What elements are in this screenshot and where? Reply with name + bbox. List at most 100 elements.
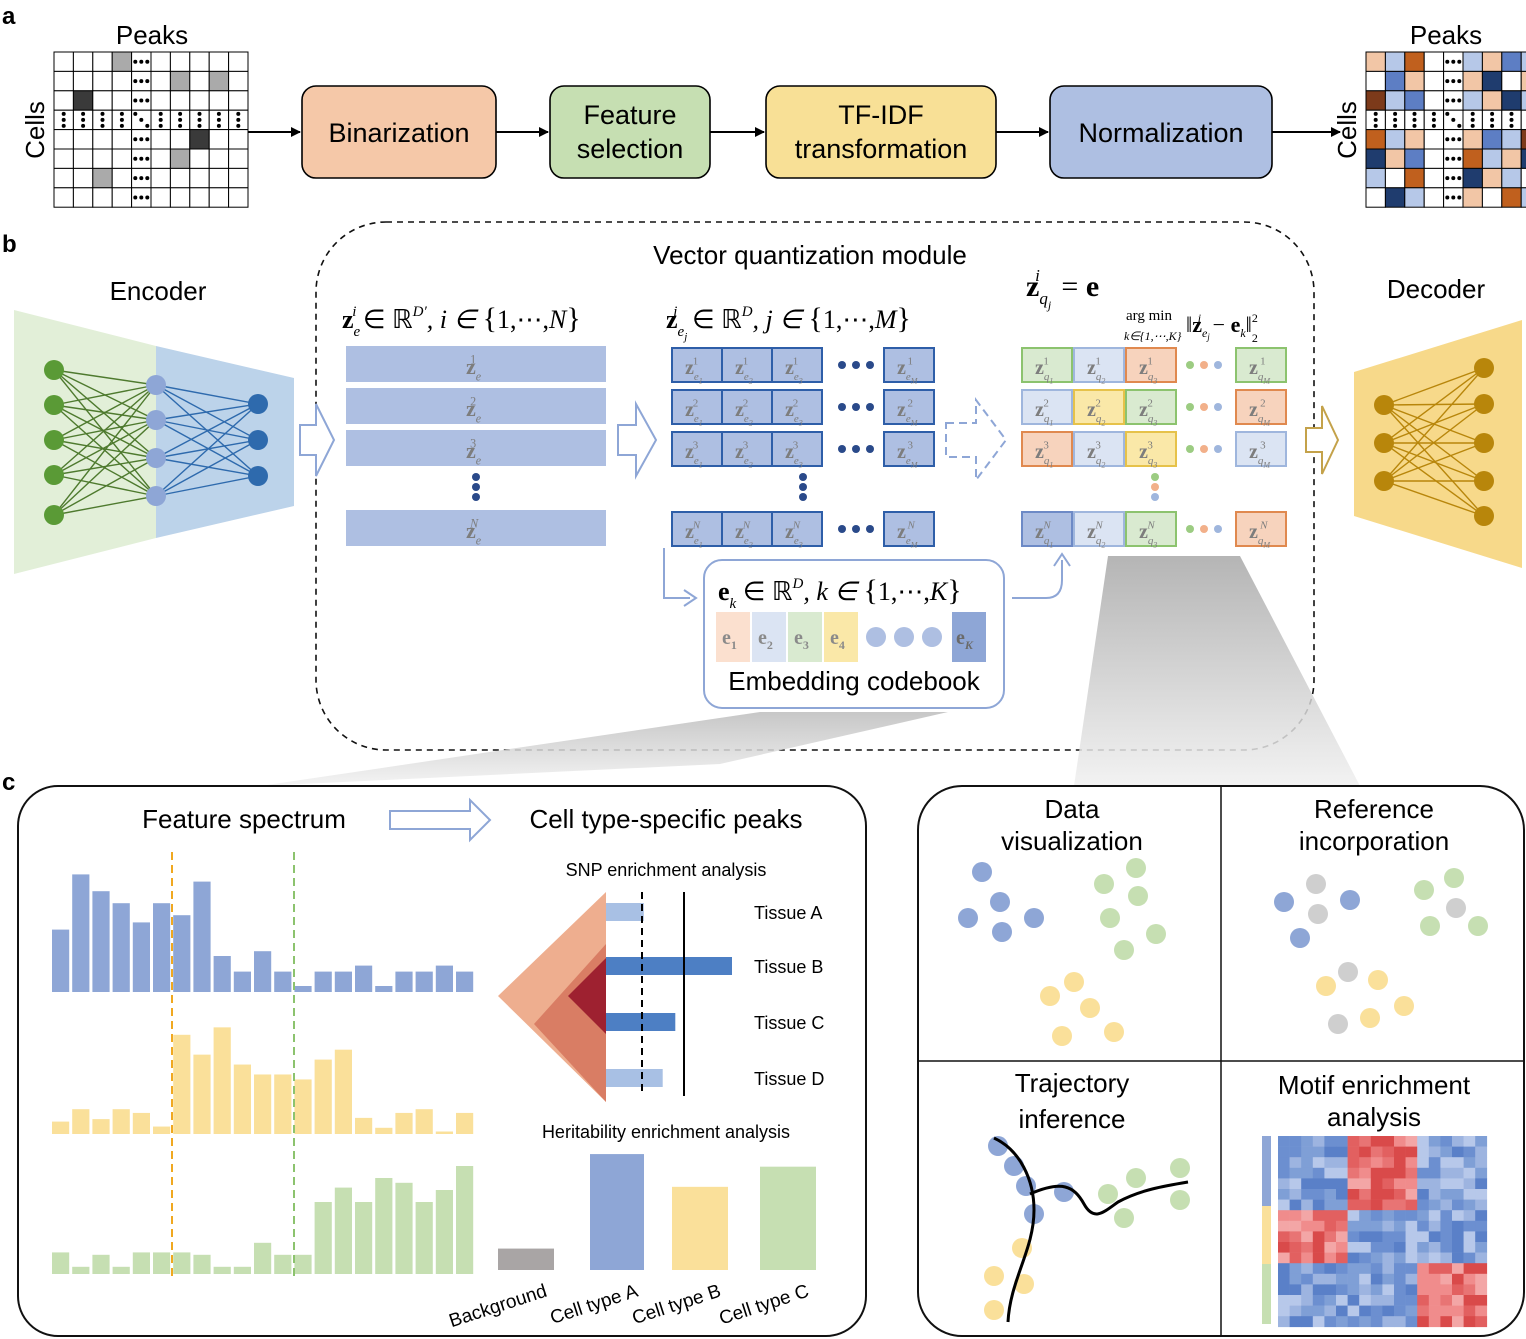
- encoder-edge: [155, 403, 259, 497]
- heatmap-cell: [1405, 1231, 1418, 1243]
- output-matrix-cell: [1384, 167, 1406, 189]
- heatmap-cell: [1336, 1167, 1348, 1179]
- encoder-edge: [53, 369, 157, 386]
- spectrum-bar: [132, 1112, 150, 1134]
- heatmap-cell: [1370, 1295, 1383, 1306]
- heatmap-cell: [1359, 1178, 1372, 1190]
- zej-cell-label: ze21: [735, 356, 753, 386]
- heatmap-cell: [1405, 1220, 1418, 1232]
- output-matrix-cell: [1520, 70, 1526, 92]
- output-matrix-hdots: [1457, 176, 1462, 181]
- zq-cell-label: zq33: [1139, 440, 1157, 470]
- heatmap-cell: [1289, 1167, 1302, 1179]
- heatmap-cell: [1278, 1284, 1290, 1296]
- codebook-in-line: [663, 548, 690, 599]
- heatmap-cell: [1382, 1136, 1395, 1147]
- heatmap-cell: [1301, 1252, 1314, 1264]
- output-matrix-cell: [1384, 148, 1406, 169]
- heatmap-cell: [1336, 1305, 1348, 1317]
- spectrum-bar: [153, 1126, 171, 1134]
- heatmap-cell: [1382, 1263, 1395, 1275]
- heatmap-cell: [1475, 1199, 1488, 1211]
- pipeline-step-box: [549, 85, 711, 179]
- heatmap-cell: [1278, 1231, 1290, 1243]
- zq-cell-label: zq23: [1087, 440, 1105, 470]
- heatmap-cell: [1440, 1178, 1453, 1190]
- heatmap-cell: [1440, 1284, 1453, 1296]
- heatmap-cell: [1347, 1178, 1360, 1190]
- spectrum-bar: [213, 1027, 231, 1134]
- formula-ze: zei ∈ ℝD′, i ∈ {1,⋯,N}: [342, 302, 581, 340]
- input-matrix-ddots: [133, 111, 138, 116]
- heatmap-cell: [1463, 1242, 1476, 1253]
- output-matrix-hdots: [1451, 176, 1456, 181]
- heatmap-cell: [1394, 1231, 1406, 1243]
- spectrum-bar: [92, 1254, 110, 1274]
- spectrum-bar: [415, 1109, 433, 1134]
- spectrum-bar: [334, 1049, 352, 1134]
- zej-cell-label: zeMN: [897, 520, 919, 550]
- heatmap-cell: [1475, 1189, 1488, 1200]
- output-matrix-cell: [1481, 90, 1503, 111]
- output-matrix-vdots: [1509, 117, 1514, 122]
- spectrum-bar: [132, 922, 150, 992]
- heatmap-cell: [1312, 1136, 1325, 1147]
- zej-cell-label: ze32: [785, 398, 803, 428]
- zej-hdot: [838, 403, 846, 411]
- heatmap-cell: [1289, 1263, 1302, 1275]
- input-matrix-hdots: [139, 195, 144, 200]
- zej-hdot: [838, 445, 846, 453]
- heatmap-cell: [1359, 1157, 1372, 1169]
- heatmap-side-yellow: [1262, 1206, 1271, 1264]
- zq-cell-label: zq12: [1035, 398, 1053, 428]
- heatmap-cell: [1278, 1295, 1290, 1306]
- scatter-dot: [1146, 924, 1166, 944]
- snp-bar: [606, 1069, 663, 1087]
- codebook-cell: [716, 612, 750, 662]
- heatmap-cell: [1428, 1210, 1441, 1222]
- heatmap-cell: [1301, 1316, 1314, 1328]
- output-matrix-cell: [1384, 70, 1406, 92]
- heatmap-cell: [1359, 1231, 1372, 1243]
- encoder-edge: [53, 384, 157, 476]
- pipeline-steps: BinarizationFeatureselectionTF-IDFtransf…: [248, 85, 1341, 179]
- zq-cell: [1125, 389, 1177, 425]
- heatmap-cell: [1359, 1316, 1372, 1328]
- ze-vdots: [472, 483, 480, 491]
- heatmap-cell: [1417, 1136, 1430, 1147]
- zej-cell: [721, 347, 773, 383]
- input-matrix-cell: [53, 70, 74, 92]
- input-matrix-vdots: [197, 117, 202, 122]
- heatmap-cell: [1336, 1189, 1348, 1200]
- output-matrix-ddots: [1457, 123, 1462, 128]
- heatmap-cell: [1440, 1242, 1453, 1253]
- input-matrix-cell: [53, 90, 74, 111]
- heatmap-cell: [1370, 1210, 1383, 1222]
- heatmap-cell: [1312, 1157, 1325, 1169]
- input-matrix-hdots: [145, 59, 150, 64]
- ze-vdots: [472, 473, 480, 481]
- zej-cell-label: ze3N: [785, 520, 803, 550]
- encoder-node: [44, 505, 64, 525]
- hollow-arrow-decoder: [1305, 405, 1340, 475]
- spectrum-bar: [254, 951, 272, 992]
- trajectory-path-branch: [1029, 1180, 1189, 1216]
- heatmap-cell: [1289, 1199, 1302, 1211]
- output-matrix-cell: [1365, 90, 1386, 111]
- trajectory-dot: [1170, 1190, 1190, 1210]
- output-matrix-vdots: [1393, 117, 1398, 122]
- heatmap-cell: [1370, 1305, 1383, 1317]
- output-matrix-vdots: [1509, 123, 1514, 128]
- spectrum-bar: [213, 956, 231, 992]
- zej-hdot: [866, 445, 874, 453]
- codebook-cell: [788, 612, 822, 662]
- input-matrix-vdots: [100, 117, 105, 122]
- encoder-edge: [53, 369, 157, 459]
- hollow-arrow-encoder: [299, 403, 336, 477]
- scatter-dot: [972, 862, 992, 882]
- heatmap-cell: [1336, 1231, 1348, 1243]
- heatmap-cell: [1289, 1157, 1302, 1169]
